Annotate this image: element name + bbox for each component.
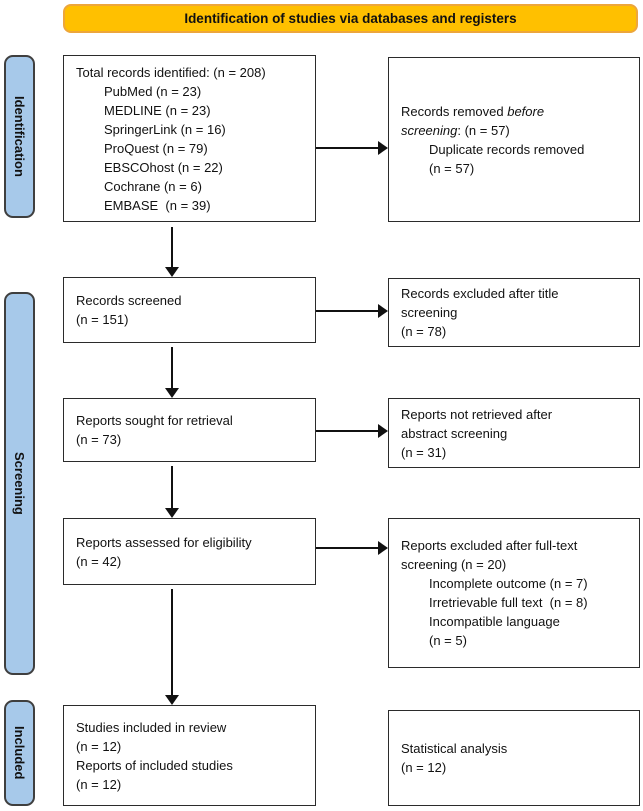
arrow-down-sought-to-assessed — [165, 466, 179, 518]
removed-title-normal-1: Records removed — [401, 103, 508, 119]
box-records-removed-title: Records removed before screening: (n = 5… — [401, 102, 629, 140]
stage-label-identification-text: Identification — [12, 96, 27, 177]
box-statistical-analysis: Statistical analysis (n = 12) — [388, 710, 640, 806]
box-reports-assessed: Reports assessed for eligibility (n = 42… — [63, 518, 316, 585]
box-reports-sought: Reports sought for retrieval (n = 73) — [63, 398, 316, 462]
box-reports-excluded-fulltext-reasons: Incomplete outcome (n = 7) Irretrievable… — [429, 576, 588, 648]
stage-label-identification: Identification — [4, 55, 35, 218]
arrow-right-screened-to-excluded — [316, 304, 388, 318]
stage-label-screening: Screening — [4, 292, 35, 675]
box-records-removed: Records removed before screening: (n = 5… — [388, 57, 640, 222]
box-reports-not-retrieved: Reports not retrieved after abstract scr… — [388, 398, 640, 468]
arrow-right-sought-to-not-retrieved — [316, 424, 388, 438]
arrow-down-identified-to-screened — [165, 227, 179, 277]
arrow-down-assessed-to-included — [165, 589, 179, 705]
box-reports-sought-text: Reports sought for retrieval (n = 73) — [76, 413, 233, 447]
arrow-right-identified-to-removed — [316, 141, 388, 155]
box-reports-excluded-fulltext: Reports excluded after full-text screeni… — [388, 518, 640, 668]
removed-title-italic-1: before — [507, 103, 545, 119]
arrow-right-assessed-to-excluded-fulltext — [316, 541, 388, 555]
box-records-excluded-title-screening-text: Records excluded after title screening (… — [401, 286, 559, 339]
stage-label-included: Included — [4, 700, 35, 806]
box-records-identified: Total records identified: (n = 208) PubM… — [63, 55, 316, 222]
box-records-excluded-title-screening: Records excluded after title screening (… — [388, 278, 640, 347]
stage-label-included-text: Included — [12, 726, 27, 780]
removed-title-normal-2: : (n = 57) — [457, 122, 510, 138]
box-studies-included: Studies included in review (n = 12) Repo… — [63, 705, 316, 806]
box-records-identified-title: Total records identified: (n = 208) — [76, 64, 266, 80]
stage-label-screening-text: Screening — [12, 452, 27, 515]
box-reports-not-retrieved-text: Reports not retrieved after abstract scr… — [401, 406, 553, 460]
box-records-removed-detail: Duplicate records removed (n = 57) — [429, 141, 585, 176]
banner-title: Identification of studies via databases … — [63, 4, 638, 33]
box-records-screened-text: Records screened (n = 151) — [76, 293, 182, 327]
box-reports-assessed-text: Reports assessed for eligibility (n = 42… — [76, 534, 252, 569]
box-studies-included-text: Studies included in review (n = 12) Repo… — [76, 719, 233, 792]
box-reports-excluded-fulltext-title: Reports excluded after full-text screeni… — [401, 538, 578, 572]
box-statistical-analysis-text: Statistical analysis (n = 12) — [401, 741, 508, 775]
arrow-down-screened-to-sought — [165, 347, 179, 398]
box-records-identified-sources: PubMed (n = 23) MEDLINE (n = 23) Springe… — [104, 83, 226, 213]
box-records-screened: Records screened (n = 151) — [63, 277, 316, 343]
removed-title-italic-2: screening — [401, 122, 458, 138]
